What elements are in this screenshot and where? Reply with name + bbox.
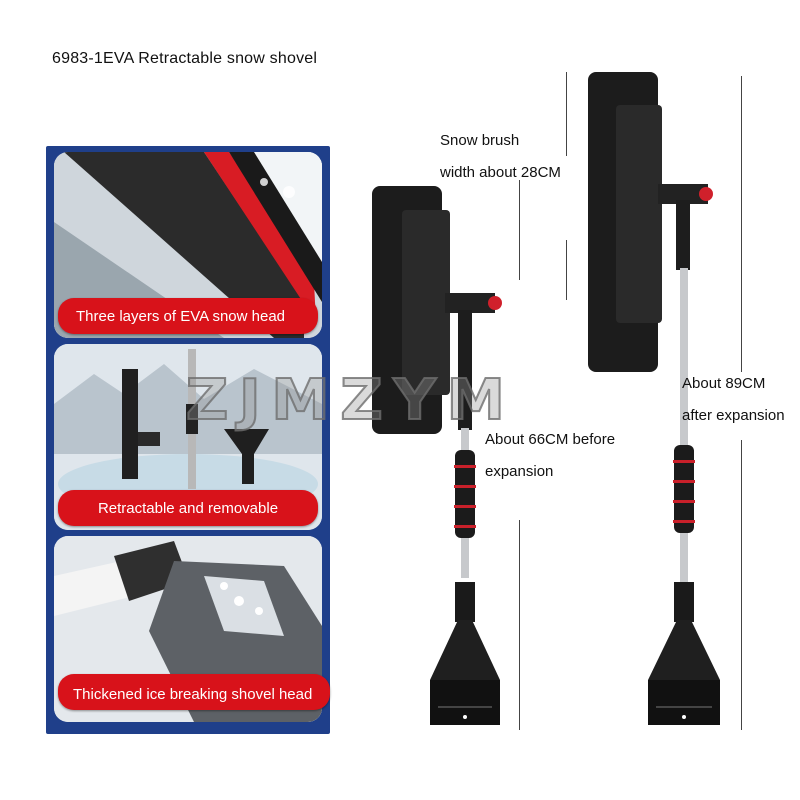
feature-label-retractable: Retractable and removable: [58, 490, 318, 526]
feature-label-eva: Three layers of EVA snow head: [58, 298, 318, 334]
feature-card-eva: Three layers of EVA snow head: [54, 152, 322, 338]
feature-panel: Three layers of EVA snow head Retractabl…: [46, 146, 330, 734]
measure-line: [519, 180, 520, 280]
product-drawing: [372, 72, 720, 725]
measure-line: [519, 520, 520, 730]
measure-line: [741, 76, 742, 372]
measure-line: [741, 440, 742, 730]
annotation-before-expansion: About 66CM before expansion: [485, 431, 616, 480]
shovel-short: [372, 186, 502, 725]
retractable-image: [54, 344, 322, 530]
annotation-after-expansion: About 89CM after expansion: [682, 375, 785, 424]
shovel-long: [588, 72, 720, 725]
feature-card-retractable: Retractable and removable: [54, 344, 322, 530]
annotation-brush-width: Snow brush width about 28CM: [440, 132, 561, 181]
brand-watermark: ZJMZYM: [185, 367, 516, 434]
feature-label-shovel: Thickened ice breaking shovel head: [73, 686, 313, 703]
feature-label-shovel-bg: [58, 674, 330, 710]
measure-line: [566, 240, 567, 300]
measure-line: [566, 72, 567, 156]
product-title: 6983-1EVA Retractable snow shovel: [52, 50, 318, 67]
